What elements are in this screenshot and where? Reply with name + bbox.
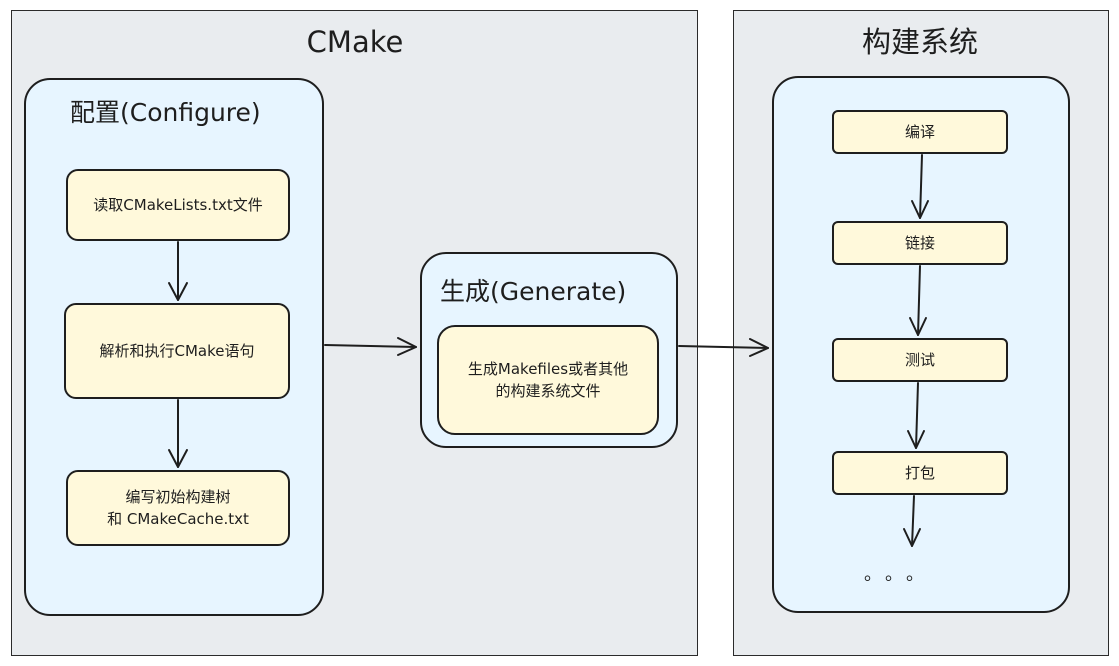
arrow-test-to-package bbox=[915, 382, 919, 449]
generate-title: 生成(Generate) bbox=[440, 277, 627, 306]
configure-title: 配置(Configure) bbox=[70, 98, 261, 127]
generate-step-makefiles: 生成Makefiles或者其他 的构建系统文件 bbox=[437, 325, 659, 435]
arrow-generate-to-build bbox=[678, 345, 769, 349]
build-step-link: 链接 bbox=[832, 221, 1008, 265]
arrow-compile-to-link bbox=[919, 154, 923, 219]
build-step-test: 测试 bbox=[832, 338, 1008, 382]
arrow-link-to-test bbox=[917, 265, 921, 336]
arrow-package-to-more bbox=[911, 495, 915, 547]
arrow-configure-to-generate bbox=[324, 344, 417, 348]
build-system-title: 构建系统 bbox=[861, 25, 978, 59]
build-step-compile: 编译 bbox=[832, 110, 1008, 154]
configure-step-parse-execute: 解析和执行CMake语句 bbox=[64, 303, 290, 399]
build-steps-ellipsis: 。。。 bbox=[864, 564, 936, 585]
configure-step-read-cmakelists: 读取CMakeLists.txt文件 bbox=[66, 169, 290, 241]
build-step-package: 打包 bbox=[832, 451, 1008, 495]
configure-step-write-build-tree: 编写初始构建树 和 CMakeCache.txt bbox=[66, 470, 290, 546]
cmake-panel-title: CMake bbox=[306, 25, 404, 59]
